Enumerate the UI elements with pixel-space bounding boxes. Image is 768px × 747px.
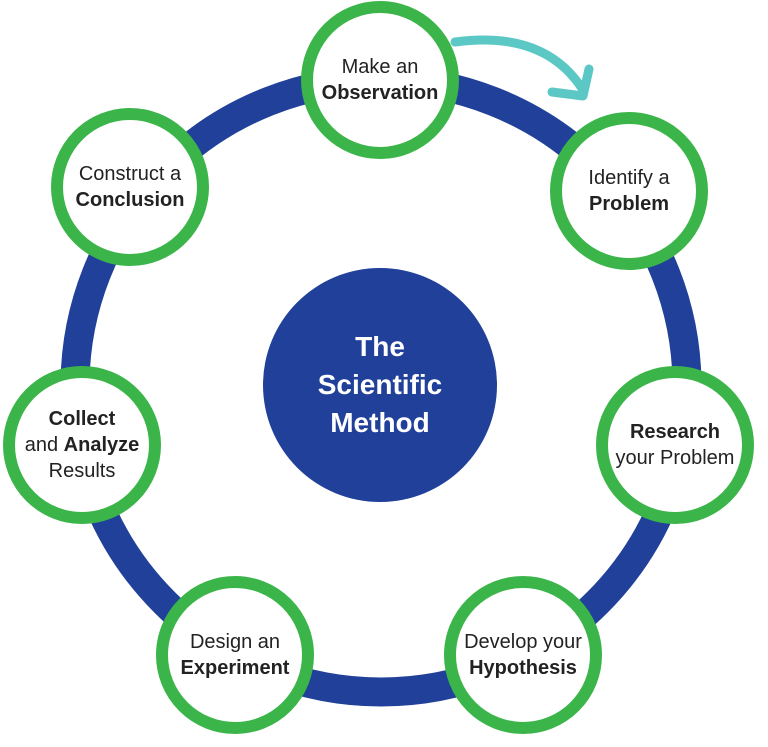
- center-title-line-1: The: [355, 331, 405, 362]
- center-title: The Scientific Method: [280, 300, 480, 470]
- step-label-experiment: Design an Experiment: [160, 595, 310, 715]
- step-text: Identify a: [588, 167, 670, 189]
- step-keyword: Problem: [588, 193, 670, 215]
- step-label-line: Collect: [49, 406, 116, 432]
- step-text: Develop your: [464, 631, 582, 653]
- step-label-observation: Make an Observation: [305, 20, 455, 140]
- step-label-line: your Problem: [616, 445, 735, 471]
- step-label-line: Hypothesis: [469, 655, 577, 681]
- step-node-experiment: [156, 576, 314, 734]
- step-keyword: Analyze: [63, 434, 140, 456]
- center-title-line-3: Method: [330, 407, 430, 438]
- step-text: Results: [48, 460, 116, 482]
- step-label-line: Conclusion: [76, 187, 185, 213]
- step-label-line: Identify a: [588, 165, 669, 191]
- step-label-line: and Analyze: [25, 432, 140, 458]
- step-text: your Problem: [615, 447, 735, 469]
- step-keyword: Collect: [48, 408, 116, 430]
- step-label-line: Research: [630, 419, 720, 445]
- step-label-conclusion: Construct a Conclusion: [55, 127, 205, 247]
- step-label-research: Research your Problem: [600, 385, 750, 505]
- step-keyword: Conclusion: [75, 189, 185, 211]
- step-text: Make an: [341, 56, 419, 78]
- step-label-line: Construct a: [79, 161, 181, 187]
- step-node-problem: [550, 112, 708, 270]
- curved-arrow-clockwise-icon: [450, 35, 588, 95]
- step-label-problem: Identify a Problem: [554, 131, 704, 251]
- step-nodes: [3, 1, 754, 734]
- step-node-hypothesis: [444, 576, 602, 734]
- step-text: Construct a: [78, 163, 182, 185]
- step-label-line: Observation: [322, 80, 439, 106]
- step-label-line: Results: [49, 458, 116, 484]
- step-node-observation: [301, 1, 459, 159]
- step-node-research: [596, 366, 754, 524]
- step-keyword: Experiment: [180, 657, 290, 679]
- step-node-conclusion: [51, 108, 209, 266]
- step-label-line: Experiment: [181, 655, 290, 681]
- step-label-line: Develop your: [464, 629, 582, 655]
- step-label-line: Problem: [589, 191, 669, 217]
- step-node-collect: [3, 366, 161, 524]
- step-keyword: Observation: [321, 82, 439, 104]
- step-text: Design an: [189, 631, 281, 653]
- step-label-line: Design an: [190, 629, 280, 655]
- center-circle: [263, 268, 497, 502]
- step-label-line: Make an: [342, 54, 419, 80]
- step-keyword: Hypothesis: [469, 657, 577, 679]
- step-keyword: Research: [629, 421, 721, 443]
- arrow-head-icon: [547, 64, 594, 101]
- step-text: and: [24, 434, 64, 456]
- center-title-line-2: Scientific: [317, 369, 443, 400]
